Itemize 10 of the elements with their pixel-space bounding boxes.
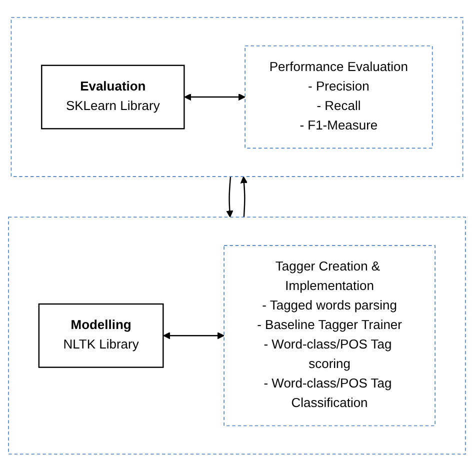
- arrow: [240, 176, 248, 217]
- node-box: Evaluation SKLearn Library: [41, 64, 185, 129]
- node-box: Modelling NLTK Library: [38, 303, 164, 368]
- arrow: [226, 176, 234, 218]
- cluster: [8, 216, 466, 454]
- cluster: [10, 16, 464, 177]
- node-box: Tagger Creation & Implementation - Tagged words parsing - Baseline Tagger Trainer - Word-class/POS Tag scoring - Word-class/POS Tag Classification: [224, 244, 436, 426]
- node-box: Performance Evaluation - Precision - Recall - F1-Measure: [244, 45, 433, 148]
- arrow: [184, 93, 246, 100]
- arrow: [163, 332, 224, 339]
